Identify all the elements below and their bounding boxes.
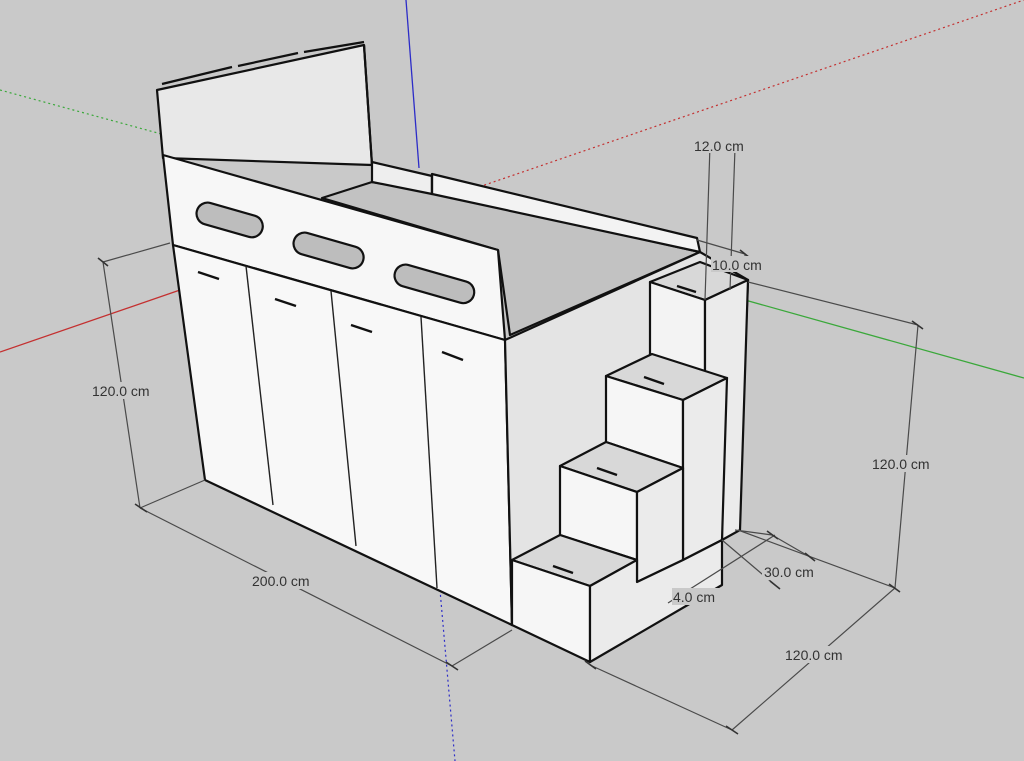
green-axis <box>744 299 1024 379</box>
dim-bg <box>250 572 318 589</box>
step-1-side <box>588 538 724 664</box>
dim-label-height-left: 120.0 cm <box>92 383 150 399</box>
dim-length-ext <box>451 629 513 667</box>
dim-bg <box>695 137 747 153</box>
blue-axis-dotted <box>439 589 456 761</box>
tick <box>725 725 739 735</box>
stair-handle-2[interactable] <box>596 466 618 477</box>
door-divider-3 <box>420 316 438 589</box>
door-divider-2 <box>330 290 357 547</box>
dim-bg <box>90 382 158 399</box>
dim-label-rail-gap: 10.0 cm <box>712 257 762 273</box>
headboard-panel <box>155 43 374 167</box>
headboard[interactable] <box>155 40 374 167</box>
dim-label-stair-offset: 4.0 cm <box>673 589 715 605</box>
dim-rail-gap-line <box>696 239 746 255</box>
tick <box>97 257 109 267</box>
step-3-side <box>681 376 729 562</box>
dim-label-stair-depth: 30.0 cm <box>764 564 814 580</box>
tick <box>911 320 924 330</box>
door-handle-1[interactable] <box>197 270 220 281</box>
dim-width-line <box>589 664 733 731</box>
headboard-top-edge-1 <box>161 65 233 86</box>
green-axis-dotted <box>0 89 166 136</box>
dim-label-height-right: 120.0 cm <box>872 456 930 472</box>
dim-label-top-offset: 12.0 cm <box>694 138 744 154</box>
dim-top-offset-line <box>704 144 711 301</box>
dim-stair-depth-ext <box>734 529 773 536</box>
dim-ticks <box>97 249 924 735</box>
front-guard-panel[interactable] <box>161 153 507 342</box>
headboard-side-edge <box>362 44 374 166</box>
guard-slot-2[interactable] <box>291 230 366 271</box>
stair-unit[interactable] <box>510 260 750 664</box>
tick <box>445 661 459 671</box>
dim-stair-depth-ext-2 <box>771 534 811 558</box>
dim-bg <box>672 588 724 605</box>
tick <box>584 660 597 670</box>
tick <box>804 552 816 562</box>
dim-bg <box>783 646 851 663</box>
tick <box>769 580 781 590</box>
tick <box>766 530 779 540</box>
guard-slot-1[interactable] <box>194 200 265 240</box>
red-axis-dotted <box>469 0 1024 191</box>
dim-height-left-ext-top <box>102 242 171 263</box>
red-axis <box>0 289 181 353</box>
dim-height-right-ext-top <box>747 281 919 326</box>
guard-slot-3[interactable] <box>392 262 477 306</box>
dim-bg <box>711 256 769 272</box>
dim-label-width: 120.0 cm <box>785 647 843 663</box>
dim-bg <box>762 563 822 580</box>
headboard-top-edge-2 <box>237 51 299 68</box>
stair-handle-top[interactable] <box>676 284 697 294</box>
stair-handle-1[interactable] <box>552 564 574 575</box>
tick <box>888 583 901 593</box>
dimension-labels: 12.0 cm 10.0 cm 120.0 cm 200.0 cm 120.0 … <box>90 137 938 663</box>
door-handle-4[interactable] <box>441 350 464 362</box>
stair-handle-3[interactable] <box>643 375 665 386</box>
headboard-top-edge-3 <box>303 40 365 54</box>
dim-height-right-ext-bot <box>737 529 896 589</box>
dim-label-length: 200.0 cm <box>252 573 310 589</box>
dim-bg <box>870 455 938 472</box>
door-handle-2[interactable] <box>274 297 297 308</box>
door-handle-3[interactable] <box>350 323 373 334</box>
blue-axis <box>405 0 420 169</box>
dim-height-left-ext-bot <box>139 479 206 509</box>
door-divider-1 <box>245 265 274 506</box>
tick <box>134 503 148 513</box>
